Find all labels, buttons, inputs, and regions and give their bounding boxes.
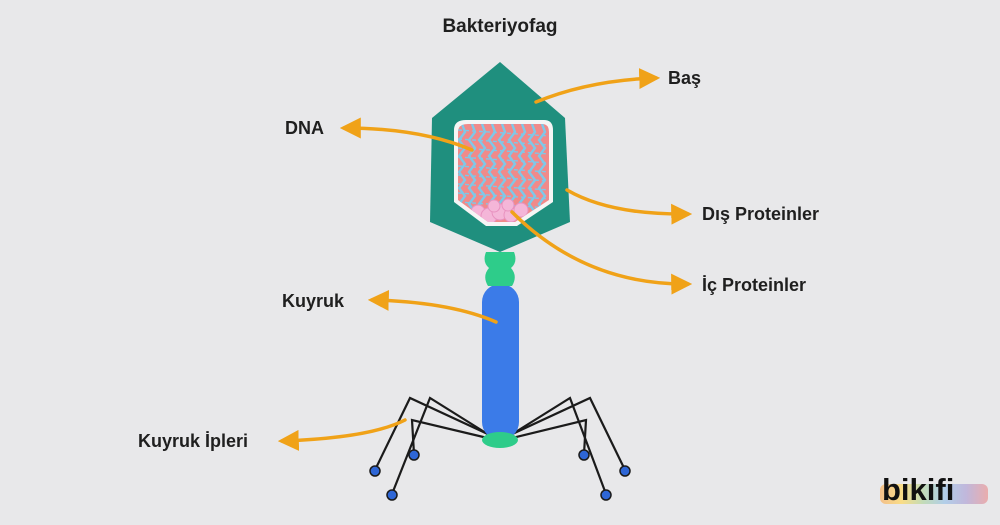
dna-rung <box>458 156 549 164</box>
fiber-tip <box>619 465 631 477</box>
collar <box>484 252 516 286</box>
tail-fiber-right-1 <box>507 396 626 471</box>
dna-strand <box>497 124 507 213</box>
label-tail: Kuyruk <box>282 291 345 311</box>
arrow-head <box>534 68 661 104</box>
tail-fiber-left-1 <box>374 396 493 471</box>
tail-sheath <box>482 284 519 440</box>
dna-rung <box>458 183 549 191</box>
arrow-outer-proteins <box>565 188 693 225</box>
dna-content <box>458 124 549 222</box>
dna-rung <box>458 192 549 200</box>
label-tail-fibers: Kuyruk İpleri <box>138 431 249 451</box>
tail-fibers <box>374 396 626 495</box>
dna-rung <box>458 138 549 146</box>
label-arrows <box>277 68 693 451</box>
arrow-tail <box>367 289 498 324</box>
tail-fiber-left-2 <box>390 396 495 495</box>
brand-logo: bikifi <box>882 472 955 507</box>
base-plate <box>482 432 518 448</box>
label-inner-proteins: İç Proteinler <box>702 275 807 295</box>
dna-rung <box>458 165 549 173</box>
logo-color-bar <box>880 484 988 504</box>
tail-fiber-left-3 <box>410 418 497 455</box>
label-head: Baş <box>668 68 702 88</box>
dna-rung <box>458 129 549 137</box>
tail-fiber-right-3 <box>503 418 588 455</box>
fiber-tip <box>600 489 612 501</box>
arrow-inner-proteins <box>510 210 693 295</box>
tail-fiber-right-2 <box>505 396 608 495</box>
inner-proteins <box>470 198 529 222</box>
dna-strand <box>467 124 477 213</box>
dna-rung <box>458 201 549 209</box>
dna-strand <box>537 124 547 213</box>
fiber-tip <box>408 449 420 461</box>
arrow-tail-fibers <box>277 418 407 451</box>
arrow-dna <box>339 117 474 152</box>
dna-strand <box>527 124 537 213</box>
fiber-tip <box>386 489 398 501</box>
dna-strand <box>487 124 497 213</box>
label-dna: DNA <box>285 118 324 138</box>
fiber-tip <box>369 465 381 477</box>
label-outer-proteins: Dış Proteinler <box>702 204 820 224</box>
tail-fiber-tips <box>369 449 631 501</box>
diagram-title: Bakteriyofag <box>442 16 558 37</box>
dna-rung <box>458 174 549 182</box>
fiber-tip <box>578 449 590 461</box>
